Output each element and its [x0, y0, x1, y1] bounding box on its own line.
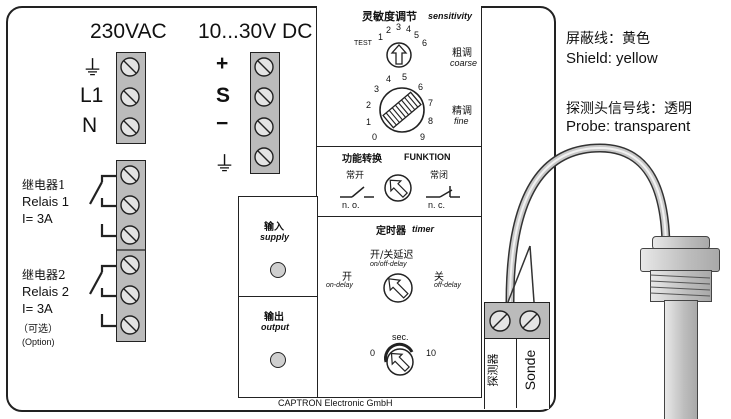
arrow-up-icon — [390, 44, 408, 65]
coarse-scale-test: TEST — [354, 40, 372, 47]
function-nc-cn: 常闭 — [430, 171, 449, 181]
probe-thread-lines — [650, 274, 710, 297]
fine-scale-2: 2 — [366, 100, 372, 110]
coarse-scale-3: 3 — [396, 22, 402, 32]
manufacturer-label: CAPTRON Electronic GmbH — [278, 398, 393, 408]
ac-ground-icon: ⏚ — [82, 56, 103, 80]
relay1-cn-label: 继电器1 — [22, 178, 66, 192]
legend-shield-cn: 屏蔽线：黄色 — [566, 31, 650, 47]
probe-cable — [505, 143, 671, 303]
supply-en-label: supply — [260, 232, 290, 242]
probe-rod — [664, 300, 698, 419]
dc-ground-icon: ⏚ — [214, 152, 235, 176]
function-no-cn: 常开 — [346, 171, 365, 181]
probe-nut — [640, 248, 720, 272]
timer-title-en: timer — [412, 224, 435, 234]
fine-scale-3: 3 — [374, 84, 380, 94]
ac-n-label: N — [82, 114, 98, 137]
relay-terminal-screws — [116, 165, 146, 335]
relay2-de-label: Relais 2 — [22, 284, 69, 299]
relay2-current-label: I= 3A — [22, 301, 53, 316]
relay-terminal-block — [116, 160, 146, 342]
dc-terminal-screws — [254, 57, 274, 167]
dc-minus-label: − — [216, 112, 229, 135]
fine-scale-7: 7 — [428, 98, 434, 108]
timer-onoff-en: on/off-delay — [370, 261, 407, 268]
coarse-en-label: coarse — [450, 58, 478, 68]
dc-plus-label: + — [216, 52, 229, 75]
ac-terminal-screws — [120, 57, 140, 137]
legend-probe-cn: 探测头信号线：透明 — [566, 101, 692, 117]
legend-probe-en: Probe: transparent — [566, 118, 691, 135]
function-title-en: FUNKTION — [404, 152, 451, 162]
timer-max-label: 10 — [426, 348, 437, 358]
fine-scale-5: 5 — [402, 72, 408, 82]
coarse-scale-4: 4 — [406, 24, 412, 34]
arrow-up-icon — [389, 179, 409, 199]
relay2-optional-en: (Option) — [22, 337, 55, 347]
output-cn-label: 输出 — [264, 312, 284, 323]
fine-scale-8: 8 — [428, 116, 434, 126]
fine-scale-0: 0 — [372, 132, 378, 142]
probe-terminal-screws — [489, 310, 541, 332]
no-contact-symbol — [340, 186, 374, 198]
function-nc-en: n. c. — [428, 200, 446, 210]
sensitivity-title-cn: 灵敏度调节 — [362, 10, 417, 23]
timer-title-cn: 定时器 — [376, 226, 406, 237]
supply-cn-label: 输入 — [264, 222, 284, 233]
relay2-cn-label: 继电器2 — [22, 268, 66, 282]
timer-on-cn: 开 — [342, 272, 352, 283]
timer-off-cn: 关 — [434, 272, 444, 283]
fine-scale-9: 9 — [420, 132, 426, 142]
fine-scale-6: 6 — [418, 82, 424, 92]
function-title-cn: 功能转换 — [342, 154, 382, 165]
fine-scale-4: 4 — [386, 74, 392, 84]
nc-contact-symbol — [426, 186, 460, 198]
relay1-current-label: I= 3A — [22, 211, 53, 226]
timer-sec-label: sec. — [392, 332, 409, 342]
coarse-cn-label: 粗调 — [452, 48, 472, 59]
timer-onoff-cn: 开/关延迟 — [370, 250, 414, 261]
probe-de-label: Sonde — [522, 349, 539, 391]
output-en-label: output — [261, 322, 289, 332]
coarse-dial[interactable] — [384, 40, 414, 70]
coarse-scale-1: 1 — [378, 32, 384, 42]
relay-contact-diagram — [89, 174, 116, 328]
fine-scale-1: 1 — [366, 117, 372, 127]
probe-cn-label: 探测器 — [486, 353, 500, 387]
timer-mode-dial[interactable] — [380, 270, 416, 306]
fine-en-label: fine — [454, 116, 469, 126]
relay2-optional-cn: （可选） — [18, 324, 58, 335]
fine-dial[interactable] — [376, 84, 428, 136]
timer-min-label: 0 — [370, 348, 376, 358]
output-led — [270, 352, 286, 368]
supply-led — [270, 262, 286, 278]
timer-off-en: off-delay — [434, 282, 461, 289]
timer-duration-dial[interactable] — [380, 340, 420, 380]
function-dial[interactable] — [382, 172, 414, 204]
probe-label-divider — [516, 338, 517, 408]
arrow-up-icon — [388, 278, 409, 299]
sensitivity-title-en: sensitivity — [428, 11, 473, 21]
status-divider — [238, 296, 317, 297]
probe-label-panel — [484, 338, 550, 409]
coarse-scale-5: 5 — [414, 30, 420, 40]
arrow-up-icon — [390, 352, 411, 373]
ac-voltage-label: 230VAC — [90, 20, 167, 43]
coarse-scale-6: 6 — [422, 38, 428, 48]
dc-s-label: S — [216, 84, 231, 107]
relay1-de-label: Relais 1 — [22, 194, 69, 209]
timer-on-en: on-delay — [326, 282, 353, 289]
function-no-en: n. o. — [342, 200, 360, 210]
dc-voltage-label: 10...30V DC — [198, 20, 313, 43]
coarse-scale-2: 2 — [386, 25, 392, 35]
ac-l1-label: L1 — [80, 84, 104, 107]
legend-shield-en: Shield: yellow — [566, 50, 658, 67]
fine-cn-label: 精调 — [452, 106, 472, 117]
